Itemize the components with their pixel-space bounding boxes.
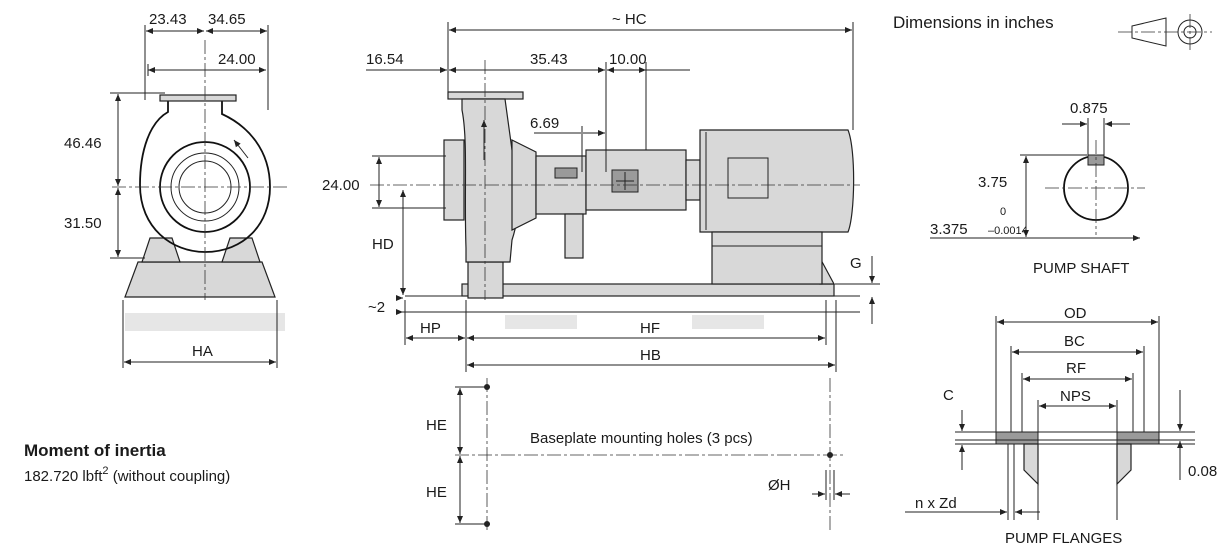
side-dim-10: 10.00 (609, 51, 647, 68)
side-discharge-flange (447, 91, 524, 100)
inertia-heading: Moment of inertia (24, 441, 166, 460)
plan-dim-oh: ØH (768, 477, 791, 494)
side-dim-24: 24.00 (322, 177, 360, 194)
flange-dim-rf: RF (1066, 360, 1086, 377)
side-pump-foot (467, 261, 504, 299)
plan-dim-he-top: HE (426, 417, 447, 434)
pump-shaft-caption: PUMP SHAFT (1033, 260, 1129, 277)
mounting-hole-3 (827, 452, 833, 458)
shaft-tol-upper: 0 (1000, 206, 1006, 218)
front-dim-ha: HA (192, 343, 213, 360)
side-dim-hb: HB (640, 347, 661, 364)
plan-view: HE HE Baseplate mounting holes (3 pcs) Ø… (426, 378, 850, 530)
front-dim-c: 24.00 (218, 51, 256, 68)
side-dim-16: 16.54 (366, 51, 404, 68)
flange-dim-nps: NPS (1060, 388, 1091, 405)
side-motor-base (711, 231, 823, 285)
units-note-text: Dimensions in inches (893, 13, 1054, 32)
side-bearing-cover (511, 139, 537, 231)
side-baseplate (461, 283, 835, 297)
plan-dim-he-bottom: HE (426, 484, 447, 501)
units-note: Dimensions in inches (893, 13, 1212, 50)
flange-left-neck (1023, 443, 1039, 486)
side-motor-body (699, 129, 855, 233)
front-dim-height-upper: 46.46 (64, 135, 102, 152)
front-baseplate (124, 261, 276, 298)
shaft-dim-height: 3.75 (978, 174, 1007, 191)
moment-of-inertia: Moment of inertia 182.720 lbft2 (without… (24, 441, 230, 485)
mounting-hole-2 (484, 521, 490, 527)
flange-right-neck (1116, 443, 1132, 486)
side-suction-flange (443, 139, 465, 221)
mounting-holes-label: Baseplate mounting holes (3 pcs) (530, 430, 753, 447)
front-foot-right (221, 237, 261, 263)
side-ground-hatch-2 (692, 315, 764, 329)
side-dim-g: G (850, 255, 862, 272)
side-dim-35: 35.43 (530, 51, 568, 68)
flange-dim-bolts: n x Zd (915, 495, 957, 512)
side-dim-hp: HP (420, 320, 441, 337)
side-motor-shaft-end (685, 159, 701, 201)
side-view: ~ HC 16.54 35.43 10.00 6.69 24.00 HD ~2 (322, 11, 880, 372)
front-discharge-flange (159, 94, 237, 102)
pump-shaft: 0.875 3.75 0 3.375 –0.0014 PUMP SHAFT (930, 100, 1145, 277)
side-ground-hatch-1 (505, 315, 577, 329)
side-pump-casing (461, 98, 520, 263)
side-dim-2: ~2 (368, 299, 385, 316)
inertia-value-exponent: 2 (102, 465, 108, 477)
front-foot-left (141, 237, 181, 263)
front-dim-b: 34.65 (208, 11, 246, 28)
shaft-tol-lower: –0.0014 (988, 225, 1028, 237)
mounting-hole-1 (484, 384, 490, 390)
front-ground-hatch (125, 313, 285, 331)
flange-dim-c: C (943, 387, 954, 404)
flange-dim-od: OD (1064, 305, 1087, 322)
flange-right-face (1116, 431, 1160, 445)
side-dim-hf: HF (640, 320, 660, 337)
pump-flanges-caption: PUMP FLANGES (1005, 530, 1122, 547)
front-dim-height-lower: 31.50 (64, 215, 102, 232)
side-motor-terminal-box (727, 157, 769, 199)
inertia-value: 182.720 lbft2 (without coupling) (24, 465, 230, 485)
front-dim-a: 23.43 (149, 11, 187, 28)
side-dim-hc: ~ HC (612, 11, 647, 28)
shaft-dim-dia: 3.375 (930, 221, 968, 238)
flange-dim-bc: BC (1064, 333, 1085, 350)
inertia-value-prefix: 182.720 lbft (24, 468, 103, 485)
side-dim-hd: HD (372, 236, 394, 253)
shaft-dim-key: 0.875 (1070, 100, 1108, 117)
flange-dim-008: 0.08 (1188, 463, 1217, 480)
inertia-value-suffix: (without coupling) (109, 468, 231, 485)
front-view: 23.43 34.65 24.00 46.46 31.50 HA (64, 11, 290, 368)
third-angle-projection-icon (1118, 14, 1212, 50)
side-frame-detail (554, 167, 578, 179)
pump-flanges: OD BC RF NPS C 0.08 n x Zd PUMP FLANGES (905, 305, 1217, 547)
side-dim-669: 6.69 (530, 115, 559, 132)
flange-left-face (995, 431, 1039, 445)
side-frame-support (564, 213, 584, 259)
